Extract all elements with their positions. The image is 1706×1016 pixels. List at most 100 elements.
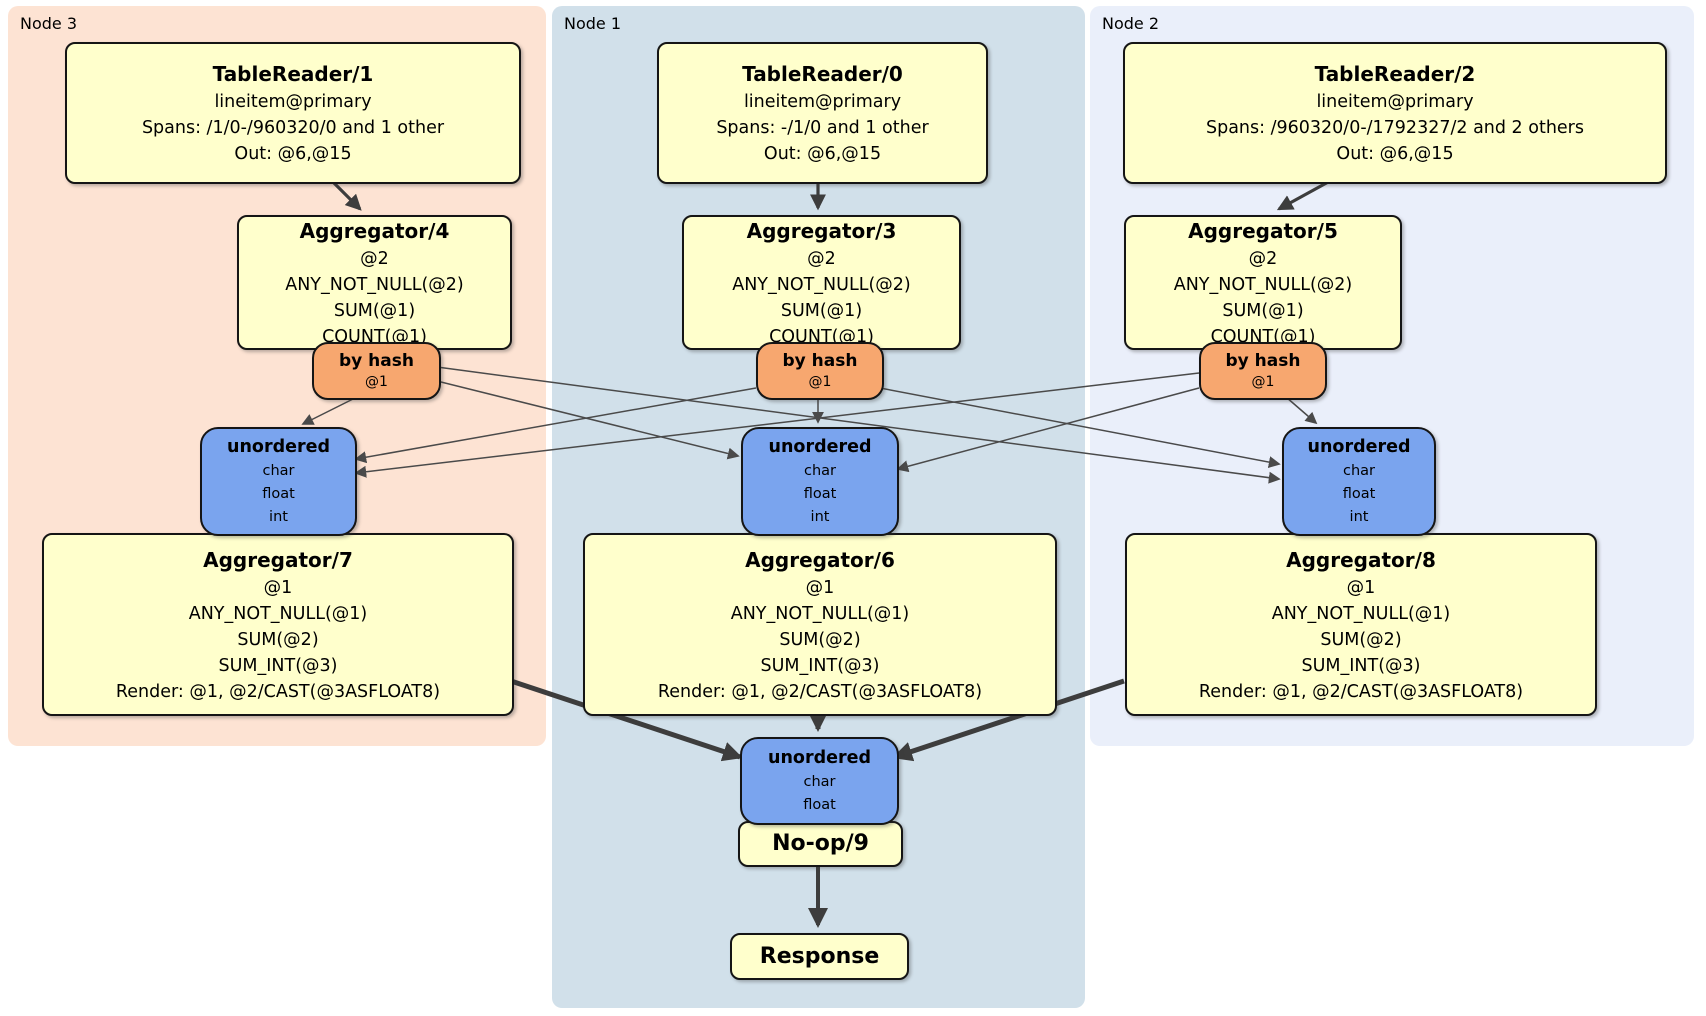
box-line: lineitem@primary — [214, 92, 372, 112]
box-line: SUM_INT(@3) — [760, 655, 880, 676]
processor-title: TableReader/2 — [1314, 62, 1476, 86]
processor-title: Aggregator/8 — [1286, 547, 1436, 572]
box-line: SUM(@2) — [779, 629, 861, 650]
router-title: by hash — [339, 351, 414, 371]
box-line: float — [803, 797, 836, 813]
router-by-hash-node1: by hash @1 — [756, 342, 884, 400]
processor-title: Aggregator/5 — [1188, 218, 1338, 243]
box-line: char — [803, 463, 836, 479]
box-line: Spans: -/1/0 and 1 other — [716, 118, 929, 138]
box-line: Render: @1, @2/CAST(@3ASFLOAT8) — [1198, 681, 1524, 702]
box-line: @2 — [807, 248, 836, 269]
processor-title: TableReader/0 — [742, 62, 903, 86]
box-line: int — [269, 509, 288, 525]
sync-details: char float int — [743, 460, 897, 529]
router-by-hash-node2: by hash @1 — [1199, 342, 1327, 400]
box-line: SUM(@2) — [237, 629, 319, 650]
box-line: char — [803, 774, 836, 790]
sync-unordered-node1: unordered char float int — [741, 427, 899, 536]
processor-title: Aggregator/7 — [203, 547, 353, 572]
box-line: SUM(@1) — [1222, 300, 1304, 321]
router-details: @1 — [314, 373, 439, 392]
box-line: @1 — [263, 577, 293, 598]
box-line: SUM(@2) — [1320, 629, 1402, 650]
sync-unordered-node3: unordered char float int — [200, 427, 357, 536]
box-line: @2 — [1248, 248, 1278, 269]
router-details: @1 — [1201, 373, 1325, 392]
box-line: Render: @1, @2/CAST(@3ASFLOAT8) — [657, 681, 983, 702]
sync-details: char float int — [202, 460, 355, 529]
box-line: int — [810, 509, 830, 525]
box-line: float — [1342, 486, 1376, 502]
box-line: Spans: /1/0-/960320/0 and 1 other — [141, 118, 445, 138]
box-line: COUNT(@1) — [1210, 326, 1316, 347]
sync-title: unordered — [768, 437, 872, 457]
box-line: @1 — [1346, 577, 1376, 598]
router-by-hash-node3: by hash @1 — [312, 342, 441, 400]
box-line: float — [803, 486, 837, 502]
box-line: COUNT(@1) — [769, 326, 874, 347]
box-line: Render: @1, @2/CAST(@3ASFLOAT8) — [115, 681, 441, 702]
box-line: Out: @6,@15 — [1336, 144, 1454, 164]
processor-title: Aggregator/4 — [299, 218, 450, 243]
processor-title: No-op/9 — [772, 831, 869, 856]
response-title: Response — [759, 943, 880, 969]
panel-node2-label: Node 2 — [1102, 14, 1160, 33]
sync-details: char float — [742, 771, 897, 817]
box-line: ANY_NOT_NULL(@1) — [1271, 603, 1451, 624]
box-line: ANY_NOT_NULL(@2) — [732, 274, 911, 295]
box-line: COUNT(@1) — [322, 326, 427, 347]
processor-title: Aggregator/3 — [746, 218, 897, 243]
box-line: SUM_INT(@3) — [1301, 655, 1421, 676]
router-title: by hash — [1225, 351, 1301, 371]
box-line: int — [1349, 509, 1369, 525]
panel-node3-label: Node 3 — [20, 14, 78, 33]
box-line: @1 — [365, 374, 388, 390]
router-title: by hash — [782, 351, 858, 371]
box-line: lineitem@primary — [743, 92, 902, 112]
box-line: @1 — [805, 577, 835, 598]
box-line: ANY_NOT_NULL(@2) — [1173, 274, 1353, 295]
box-line: @2 — [360, 248, 389, 269]
box-line: Out: @6,@15 — [234, 144, 352, 164]
router-details: @1 — [758, 373, 882, 392]
sync-details: char float int — [1284, 460, 1434, 529]
box-line: ANY_NOT_NULL(@1) — [730, 603, 910, 624]
box-line: ANY_NOT_NULL(@2) — [285, 274, 464, 295]
box-line: SUM_INT(@3) — [218, 655, 338, 676]
sync-unordered-final: unordered char float — [740, 737, 899, 825]
box-line: char — [262, 463, 295, 479]
processor-noop: No-op/9 — [738, 821, 903, 867]
box-line: char — [1342, 463, 1375, 479]
box-line: Out: @6,@15 — [763, 144, 882, 164]
panel-node1-label: Node 1 — [564, 14, 622, 33]
box-line: SUM(@1) — [333, 300, 416, 321]
processor-title: Aggregator/6 — [745, 547, 895, 572]
box-line: float — [262, 486, 295, 502]
sync-title: unordered — [768, 748, 871, 768]
box-line: lineitem@primary — [1316, 92, 1474, 112]
processor-title: TableReader/1 — [212, 62, 374, 86]
box-line: Spans: /960320/0-/1792327/2 and 2 others — [1205, 118, 1584, 138]
sync-title: unordered — [227, 437, 330, 457]
response-box: Response — [730, 933, 909, 980]
box-line: ANY_NOT_NULL(@1) — [188, 603, 368, 624]
box-line: @1 — [1251, 374, 1275, 390]
box-line: SUM(@1) — [780, 300, 863, 321]
